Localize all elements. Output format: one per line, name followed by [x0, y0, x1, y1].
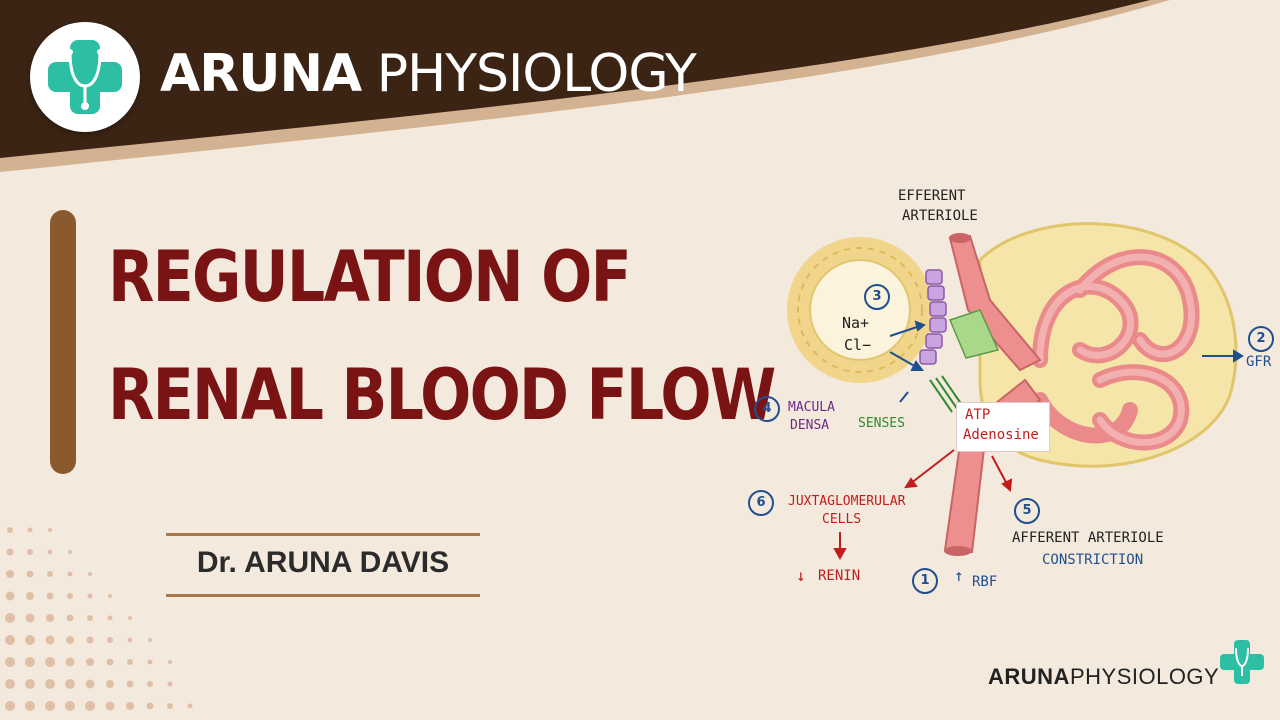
step-1-marker: 1 [912, 568, 938, 594]
footer-brand-light: PHYSIOLOGY [1069, 664, 1220, 689]
title-line-1: REGULATION OF [108, 236, 632, 318]
sodium-label: Na+ [842, 314, 870, 332]
juxta-label-1: JUXTAGLOMERULAR [788, 494, 906, 509]
author-divider-top [166, 533, 480, 536]
brand-bold: ARUNA [160, 44, 362, 104]
rbf-label: RBF [972, 574, 998, 590]
renin-label: RENIN [818, 568, 861, 584]
renin-arrow: ↓ [796, 566, 806, 585]
brand-name: ARUNA PHYSIOLOGY [160, 44, 697, 104]
author-divider-bottom [166, 594, 480, 597]
step-2-marker: 2 [1248, 326, 1274, 352]
atp-box: ATP Adenosine [956, 402, 1050, 452]
step-3-marker: 3 [864, 284, 890, 310]
medical-cross-icon [48, 40, 122, 114]
step-6-marker: 6 [748, 490, 774, 516]
gfr-label: GFR [1246, 354, 1272, 370]
afferent-label: AFFERENT ARTERIOLE [1012, 530, 1164, 546]
macula-label-1: MACULA [788, 400, 835, 415]
title-line-2: RENAL BLOOD FLOW [108, 354, 776, 436]
title-accent-bar [50, 210, 76, 474]
author-name: Dr. ARUNA DAVIS [196, 546, 450, 579]
macula-label-2: DENSA [790, 418, 830, 433]
nephron-diagram: EFFERENT ARTERIOLE 3 Na+ Cl− 2 GFR 4 MAC… [740, 180, 1280, 600]
brand-light: PHYSIOLOGY [361, 44, 697, 104]
footer-cross-icon [1220, 640, 1264, 684]
logo [30, 22, 140, 132]
rbf-arrow: ↑ [954, 566, 964, 585]
atp-label: ATP [965, 407, 991, 423]
page-title: REGULATION OF RENAL BLOOD FLOW [108, 218, 776, 454]
step-4-marker: 4 [754, 396, 780, 422]
adenosine-label: Adenosine [963, 427, 1039, 443]
chloride-label: Cl− [844, 336, 872, 354]
senses-label: SENSES [858, 416, 905, 431]
step-5-marker: 5 [1014, 498, 1040, 524]
efferent-label-2: ARTERIOLE [902, 208, 978, 224]
juxta-label-2: CELLS [822, 512, 862, 527]
efferent-label-1: EFFERENT [898, 188, 966, 204]
header-banner [0, 0, 1170, 172]
footer-brand: ARUNAPHYSIOLOGY [988, 664, 1219, 690]
halftone-dots [5, 527, 193, 711]
nephron-illustration [787, 222, 1244, 561]
footer-brand-bold: ARUNA [988, 664, 1070, 689]
constriction-label: CONSTRICTION [1042, 552, 1144, 568]
